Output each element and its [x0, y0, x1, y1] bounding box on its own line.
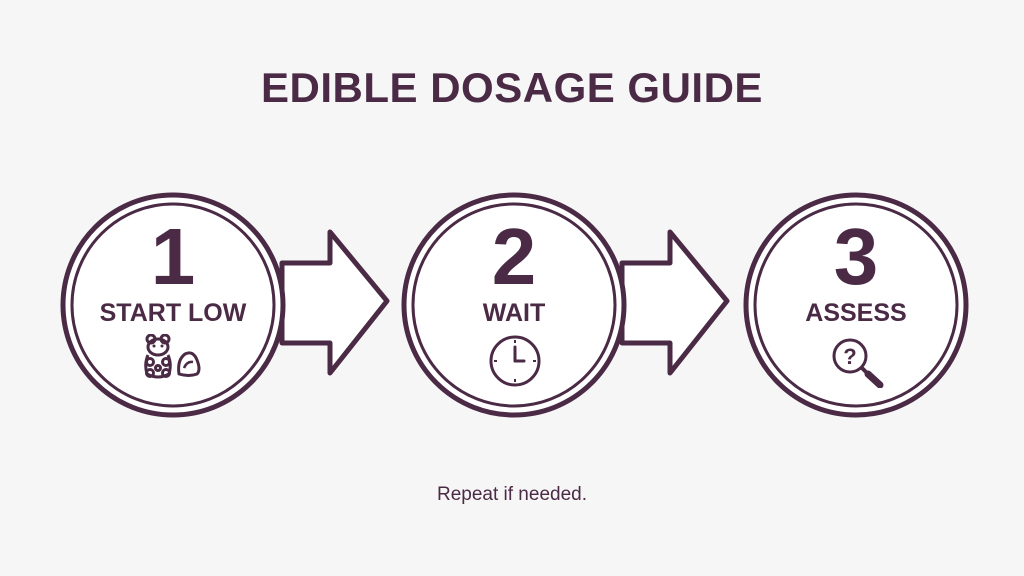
step-2: 2 WAIT [400, 191, 628, 419]
step-ring [401, 192, 627, 418]
step-ring [743, 192, 969, 418]
step-label: ASSESS [805, 299, 907, 327]
step-label: START LOW [99, 299, 247, 327]
step-1: 1 START LOW [59, 191, 287, 419]
diagram-title: EDIBLE DOSAGE GUIDE [261, 64, 763, 111]
step-number: 3 [833, 212, 879, 301]
magnifier-question-icon: ? [832, 338, 884, 388]
gummy-bear-icon [144, 334, 201, 379]
step-number: 2 [491, 212, 537, 301]
arrow-right-icon [619, 229, 730, 376]
step-number: 1 [150, 212, 196, 301]
footer-note: Repeat if needed. [436, 484, 587, 505]
step-label: WAIT [482, 299, 546, 327]
arrow-right-icon [279, 229, 390, 376]
step-3: 3 ASSESS ? [742, 191, 970, 419]
svg-text:?: ? [843, 344, 856, 369]
step-ring [60, 192, 286, 418]
clock-icon [489, 335, 541, 387]
